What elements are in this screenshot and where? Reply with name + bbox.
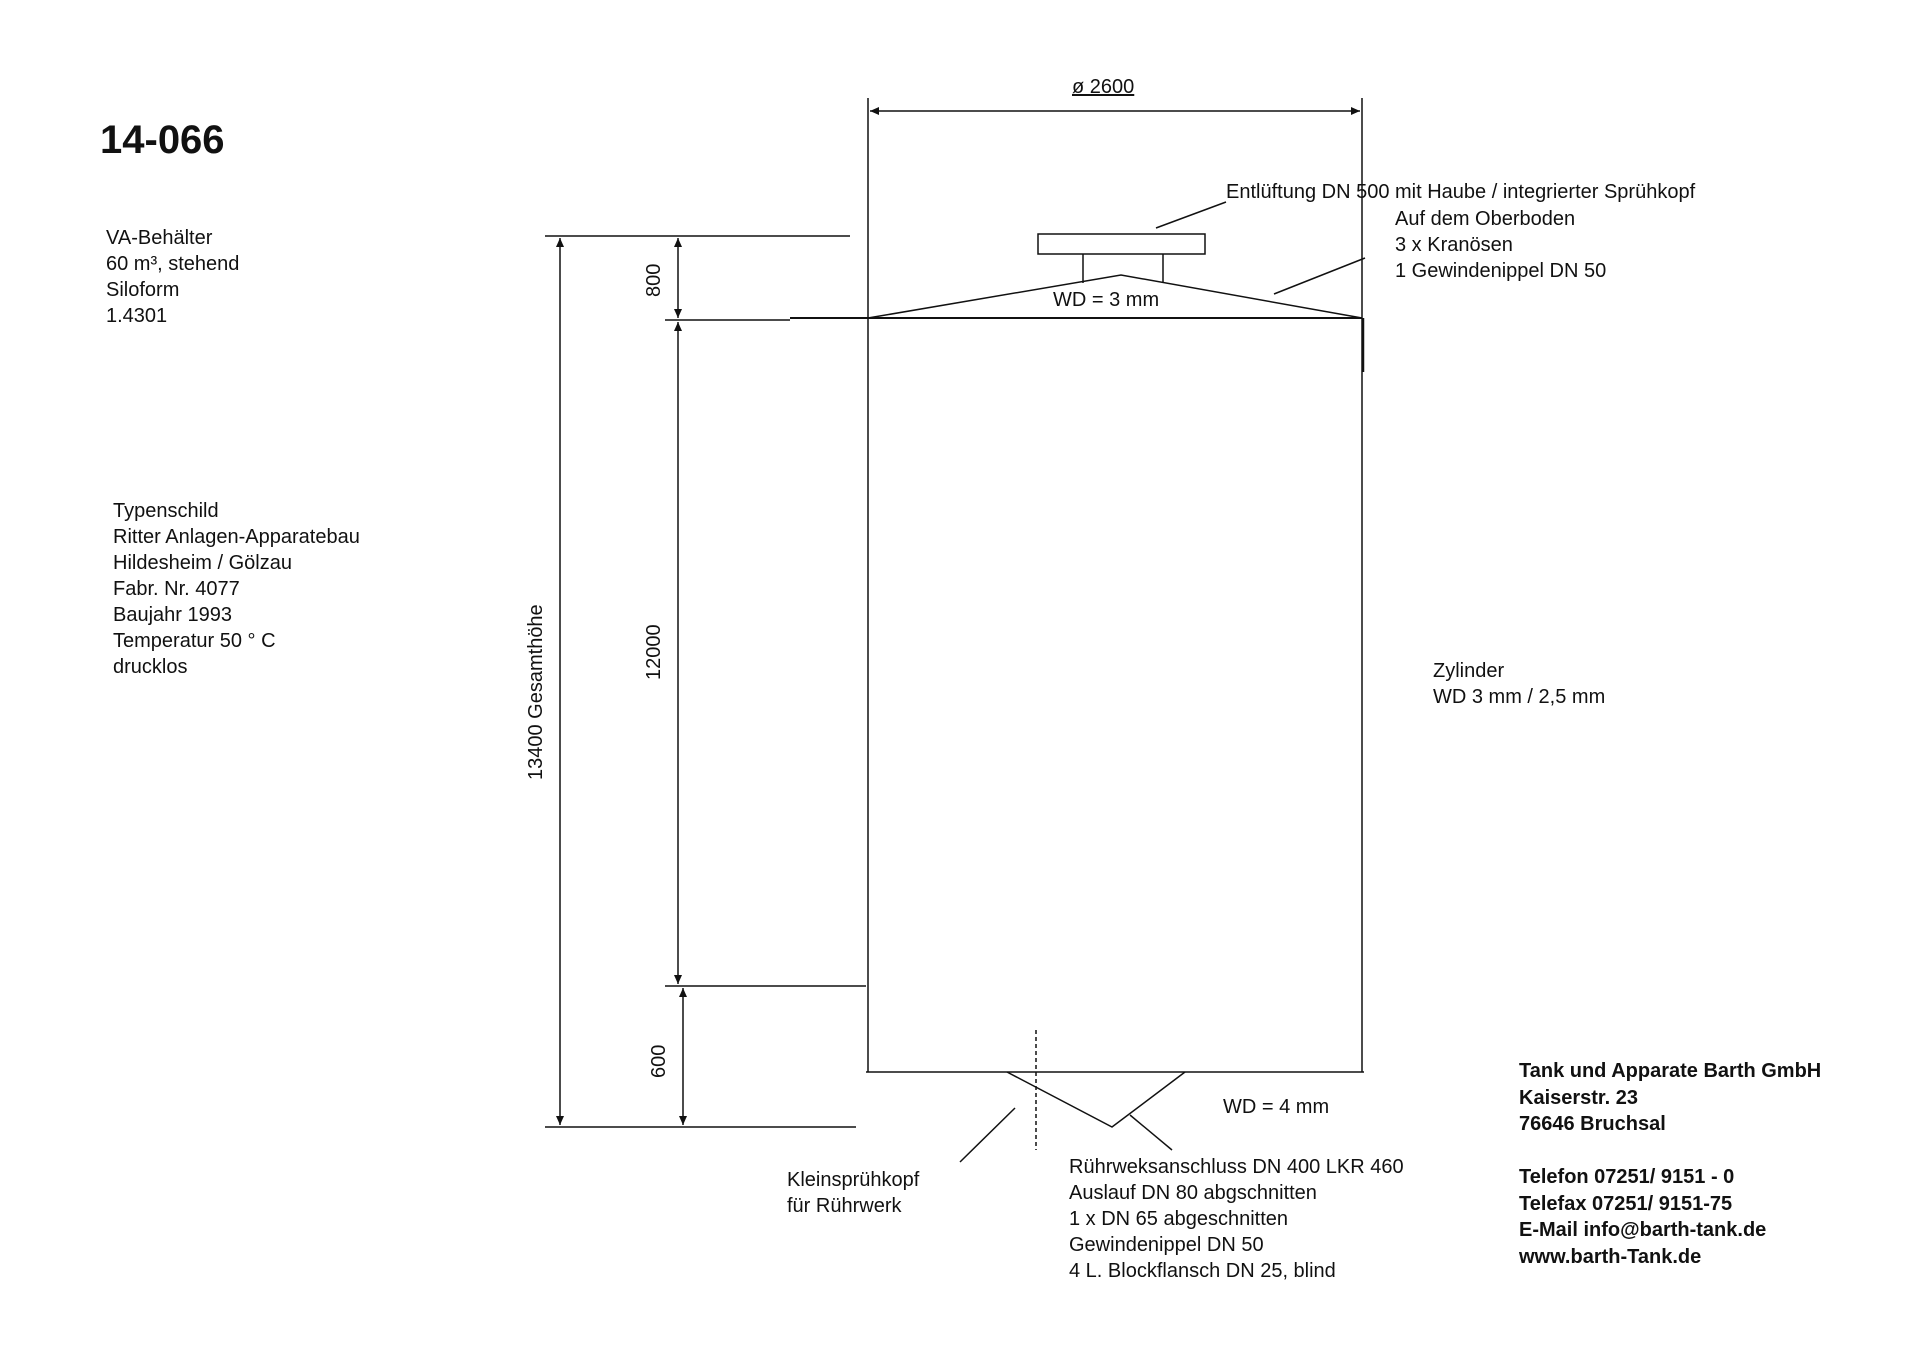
- top-floor-line: 3 x Kranösen: [1395, 234, 1513, 256]
- company-city: 76646 Bruchsal: [1519, 1113, 1666, 1135]
- connection-line: 4 L. Blockflansch DN 25, blind: [1069, 1260, 1336, 1282]
- tank-roof: [867, 274, 1363, 319]
- bottom-connections-annotation: Rührweksanschluss DN 400 LKR 460 Auslauf…: [1069, 1154, 1404, 1284]
- connection-line: Rührweksanschluss DN 400 LKR 460: [1069, 1156, 1404, 1178]
- connection-line: Gewindenippel DN 50: [1069, 1234, 1264, 1256]
- connection-line: 1 x DN 65 abgeschnitten: [1069, 1208, 1289, 1230]
- connections-leader: [1129, 1114, 1173, 1151]
- spray-head-line: Kleinsprühkopf: [787, 1169, 920, 1191]
- vessel-line: 60 m³, stehend: [106, 253, 240, 275]
- company-street: Kaiserstr. 23: [1519, 1086, 1638, 1109]
- vent-hood: [1037, 233, 1206, 255]
- cylinder-line: Zylinder: [1433, 660, 1505, 682]
- spray-head-line: für Rührwerk: [787, 1195, 902, 1217]
- top-floor-line: 1 Gewindenippel DN 50: [1395, 260, 1607, 282]
- drawing-number: 14-066: [100, 118, 225, 162]
- diameter-label: ø 2600: [1072, 76, 1135, 98]
- company-email[interactable]: E-Mail info@barth-tank.de: [1519, 1219, 1767, 1241]
- spray-head-leader: [959, 1107, 1016, 1163]
- nameplate-line: drucklos: [113, 656, 188, 678]
- tank-bottom-cone: [1006, 1071, 1186, 1128]
- bottom-height-label: 600: [648, 1044, 670, 1078]
- company-block: Tank und Apparate Barth GmbH Kaiserstr. …: [1519, 1058, 1821, 1270]
- company-fax: Telefax 07251/ 9151-75: [1519, 1192, 1733, 1215]
- cylinder-line: WD 3 mm / 2,5 mm: [1433, 686, 1606, 708]
- vessel-line: VA-Behälter: [106, 227, 213, 249]
- top-floor-leader: [1273, 257, 1366, 295]
- roof-height-label: 800: [643, 263, 665, 297]
- connection-line: Auslauf DN 80 abgschnitten: [1069, 1182, 1317, 1204]
- vent-annotation: Entlüftung DN 500 mit Haube / integriert…: [1226, 181, 1696, 203]
- company-phone: Telefon 07251/ 9151 - 0: [1519, 1166, 1735, 1188]
- nameplate-line: Baujahr 1993: [113, 604, 232, 626]
- cylinder-height-label: 12000: [643, 624, 665, 680]
- roof-wall-thickness: WD = 3 mm: [1053, 289, 1160, 311]
- nameplate-block: Typenschild Ritter Anlagen-Apparatebau H…: [113, 498, 360, 680]
- company-website[interactable]: www.barth-Tank.de: [1519, 1245, 1702, 1268]
- total-height-label: 13400 Gesamthöhe: [525, 604, 547, 780]
- nameplate-line: Ritter Anlagen-Apparatebau: [113, 526, 360, 548]
- vent-leader: [1155, 201, 1227, 229]
- nameplate-line: Typenschild: [113, 500, 219, 522]
- company-spacer: [1519, 1138, 1821, 1165]
- vessel-line: 1.4301: [106, 305, 168, 327]
- top-floor-annotation: Auf dem Oberboden 3 x Kranösen 1 Gewinde…: [1395, 206, 1606, 284]
- nameplate-line: Hildesheim / Gölzau: [113, 552, 292, 574]
- vessel-description: VA-Behälter 60 m³, stehend Siloform 1.43…: [106, 225, 239, 329]
- cylinder-annotation: Zylinder WD 3 mm / 2,5 mm: [1433, 658, 1605, 710]
- nameplate-line: Fabr. Nr. 4077: [113, 578, 240, 600]
- spray-head-annotation: Kleinsprühkopf für Rührwerk: [787, 1167, 919, 1219]
- bottom-wall-thickness: WD = 4 mm: [1223, 1096, 1330, 1118]
- top-floor-line: Auf dem Oberboden: [1395, 208, 1576, 230]
- vessel-line: Siloform: [106, 279, 180, 301]
- nameplate-line: Temperatur 50 ° C: [113, 630, 276, 652]
- company-name: Tank und Apparate Barth GmbH: [1519, 1060, 1822, 1082]
